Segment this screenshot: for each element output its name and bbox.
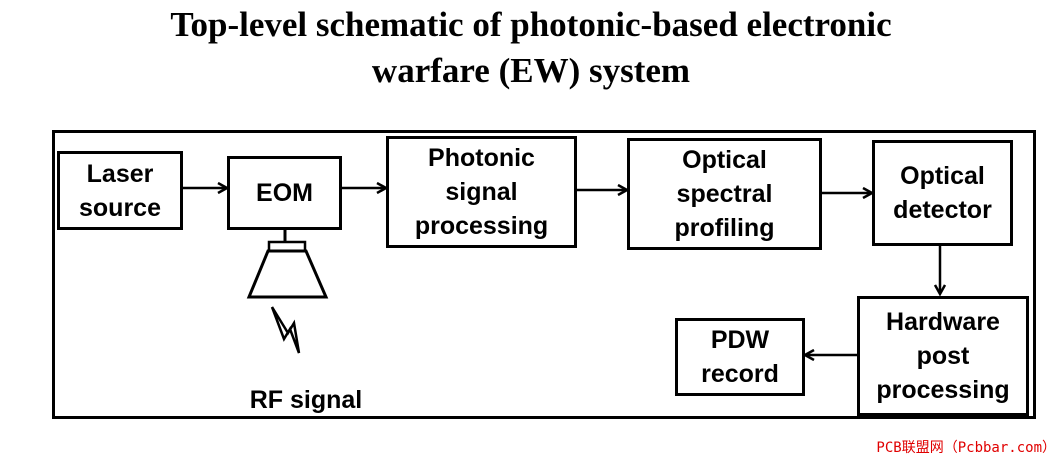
block-photonic-line-2: signal xyxy=(445,178,518,206)
block-eom-label: EOM xyxy=(256,179,313,207)
block-pdw-record-line-1: PDW xyxy=(710,326,770,354)
block-optical-detector: Optical detector xyxy=(872,140,1013,246)
diagram-title-line-1: Top-level schematic of photonic-based el… xyxy=(170,5,892,44)
block-optical-detector-line-1: Optical xyxy=(900,162,985,190)
block-optical-spectral-line-2: spectral xyxy=(676,180,773,208)
system-frame xyxy=(52,130,1036,419)
block-pdw-record-line-2: record xyxy=(701,360,779,388)
block-photonic-line-3: processing xyxy=(414,212,549,240)
block-optical-spectral-profiling: Optical spectral profiling xyxy=(627,138,822,250)
block-optical-spectral-line-1: Optical xyxy=(682,146,767,174)
block-laser-source: Laser source xyxy=(57,151,183,230)
watermark-text: PCB联盟网（Pcbbar.com） xyxy=(876,440,1056,456)
block-hardware-post-processing: Hardware post processing xyxy=(857,296,1029,416)
block-laser-source-line-1: Laser xyxy=(86,159,154,188)
block-hardware-line-1: Hardware xyxy=(886,308,1000,336)
lightning-bolt-icon xyxy=(270,306,301,354)
antenna-horn-icon xyxy=(246,230,329,299)
block-hardware-line-2: post xyxy=(916,342,970,370)
block-eom: EOM xyxy=(227,156,342,230)
block-hardware-line-3: processing xyxy=(876,376,1010,404)
block-photonic-line-1: Photonic xyxy=(428,144,535,172)
block-pdw-record: PDW record xyxy=(675,318,805,396)
block-optical-spectral-line-3: profiling xyxy=(674,214,775,242)
block-optical-detector-line-2: detector xyxy=(893,196,992,224)
diagram-title-line-2: warfare (EW) system xyxy=(371,51,691,90)
block-photonic-signal-processing: Photonic signal processing xyxy=(386,136,577,248)
block-laser-source-line-2: source xyxy=(79,193,161,222)
rf-signal-label: RF signal xyxy=(249,386,363,414)
